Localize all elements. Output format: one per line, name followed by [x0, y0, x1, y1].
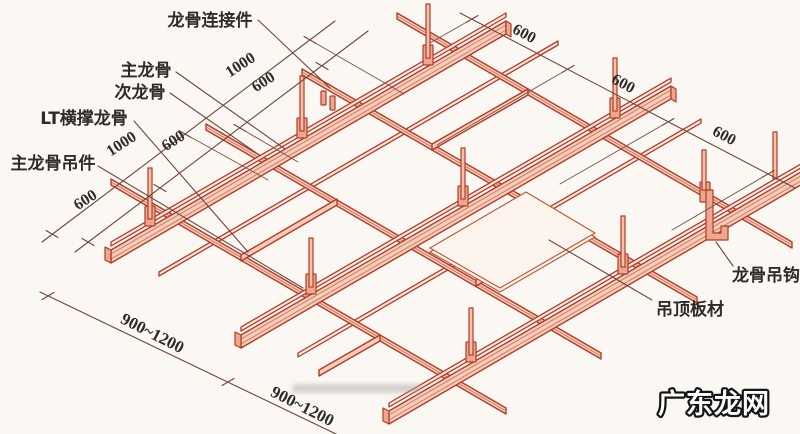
label-lt-brace-keel: LT横撑龙骨	[40, 108, 128, 129]
main-keel-2	[234, 77, 677, 349]
hanger-rod	[425, 3, 431, 59]
main-keel-3	[382, 163, 800, 425]
label-secondary-keel: 次龙骨	[115, 82, 166, 103]
label-keel-hook: 龙骨吊钩	[731, 265, 800, 286]
furring-channel-1	[158, 40, 559, 277]
dim-line-left-outer	[41, 20, 336, 243]
leader-connector	[257, 19, 331, 89]
leader-keel-hook	[715, 241, 734, 267]
leader-secondary-keel	[169, 92, 256, 153]
keel-structure	[104, 3, 800, 425]
hanger-rod	[299, 75, 305, 132]
hanger-rod	[468, 307, 474, 356]
lt-brace-1	[240, 198, 338, 262]
hanger-rod	[772, 131, 778, 180]
dim-ticks-bottom	[41, 291, 235, 387]
leader-lt-brace	[133, 120, 249, 253]
label-main-keel: 主龙骨	[121, 60, 172, 81]
main-keel-1	[104, 12, 512, 264]
annotations	[39, 12, 796, 434]
hanger-rods	[147, 3, 778, 356]
leader-ceiling-panel	[548, 239, 653, 301]
hanger-rod	[460, 147, 466, 200]
hanger-rod	[308, 237, 314, 288]
dim-extension-lines	[184, 18, 769, 231]
hanger-rod	[701, 149, 707, 191]
blurred-smudge	[292, 384, 422, 393]
leader-main-keel	[175, 71, 286, 150]
hanger-rod	[147, 167, 153, 220]
keel-connector-shape	[320, 90, 336, 111]
label-main-keel-hanger: 主龙骨吊件	[11, 153, 96, 174]
ceiling-panel-shape	[428, 191, 597, 293]
leader-main-keel-hanger	[97, 165, 304, 289]
dim-line-left-inner	[74, 30, 369, 253]
lt-brace-2	[431, 88, 529, 151]
label-connector: 龙骨连接件	[167, 10, 253, 31]
lt-brace-4	[318, 334, 381, 377]
label-ceiling-panel: 吊顶板材	[656, 299, 724, 320]
leader-lines	[97, 19, 734, 301]
hanger-rod	[620, 215, 626, 268]
dim-line-right	[459, 12, 796, 189]
keel-hook-shape	[705, 189, 729, 241]
hanger-rod	[612, 57, 618, 112]
dim-line-bottom	[39, 291, 337, 434]
watermark-text: 广东龙网	[658, 388, 770, 420]
